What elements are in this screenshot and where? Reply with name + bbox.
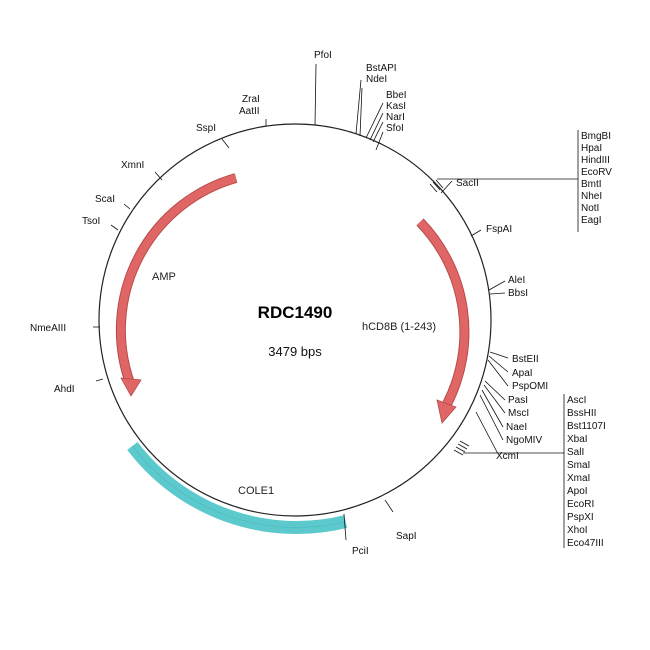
apai-leader: [488, 355, 509, 373]
site-fspai: FspAI: [486, 224, 512, 235]
site-hpai: HpaI: [581, 143, 602, 154]
site-pspomi: PspOMI: [512, 381, 548, 392]
site-nari: NarI: [386, 112, 405, 123]
site-sfoi: SfoI: [386, 123, 404, 134]
sacii-tick-2: [432, 181, 441, 191]
site-noti: NotI: [581, 203, 599, 214]
lower-group-tick-1: [453, 449, 464, 456]
sacii-tick-1: [429, 183, 438, 193]
cole1-feature-outline: [132, 445, 346, 528]
site-xhoi: XhoI: [567, 525, 588, 536]
site-nmeaiii: NmeAIII: [30, 323, 66, 334]
pspomi-leader: [487, 359, 509, 387]
tsoi-leader: [110, 224, 119, 231]
hcd8b-feature-arrow: [417, 219, 469, 406]
site-asci: AscI: [567, 395, 586, 406]
site-xcmi: XcmI: [496, 451, 519, 462]
lower-group-tick-4: [459, 440, 470, 447]
site-kasi: KasI: [386, 101, 406, 112]
site-ecorv: EcoRV: [581, 167, 612, 178]
sspi-leader: [221, 138, 230, 149]
plasmid-backbone: [98, 123, 492, 517]
plasmid-name: RDC1490: [258, 303, 333, 322]
lower-group-tick-3: [457, 443, 468, 450]
site-naei: NaeI: [506, 422, 527, 433]
site-apai: ApaI: [512, 368, 533, 379]
ndei-leader: [359, 87, 363, 137]
amp-arrowhead: [120, 377, 142, 397]
bbei-leader: [365, 102, 384, 139]
hcd8b-label: hCD8B (1-243): [362, 321, 436, 333]
ngomiv-leader: [479, 394, 504, 441]
xmni-leader: [154, 171, 163, 181]
site-sapi: SapI: [396, 531, 417, 542]
site-apoi: ApoI: [567, 486, 588, 497]
site-msci: MscI: [508, 408, 529, 419]
amp-label: AMP: [152, 271, 176, 283]
site-bsshii: BssHII: [567, 408, 596, 419]
site-aatii: AatII: [239, 106, 260, 117]
bbsi-leader: [489, 292, 506, 295]
site-bbei: BbeI: [386, 90, 407, 101]
site-pasi: PasI: [508, 395, 528, 406]
site-hindiii: HindIII: [581, 155, 610, 166]
sacii-leader: [440, 180, 453, 194]
site-ndei: NdeI: [366, 74, 387, 85]
site-scai: ScaI: [95, 194, 115, 205]
site-smai: SmaI: [567, 460, 590, 471]
site-nhei: NheI: [581, 191, 602, 202]
site-xbai: XbaI: [567, 434, 588, 445]
lower-group-tick-2: [455, 446, 466, 453]
alei-leader: [488, 280, 506, 291]
site-pfoi: PfoI: [314, 50, 332, 61]
pasi-leader: [484, 380, 506, 401]
site-eco47iii: Eco47III: [567, 538, 604, 549]
cole1-label: COLE1: [238, 485, 274, 497]
msci-leader: [483, 384, 506, 414]
site-sali: SalI: [567, 447, 584, 458]
sfoi-leader: [375, 131, 384, 151]
site-pcii: PciI: [352, 546, 369, 557]
site-sacii: SacII: [456, 178, 479, 189]
sapi-leader: [384, 499, 394, 513]
site-alei: AleI: [508, 275, 525, 286]
site-eagi: EagI: [581, 215, 602, 226]
ahdi-leader: [95, 378, 104, 382]
fspai-leader: [470, 229, 482, 237]
sacii-tick-3: [435, 179, 444, 189]
kasi-leader: [369, 112, 384, 141]
bsteii-leader: [489, 351, 509, 359]
site-bmgbi: BmgBI: [581, 131, 611, 142]
hcd8b-arrowhead: [436, 399, 457, 424]
site-tsoi: TsoI: [82, 216, 100, 227]
site-ecori: EcoRI: [567, 499, 594, 510]
site-bst1107i: Bst1107I: [567, 421, 606, 432]
xcmi-leader: [475, 411, 498, 453]
site-xmai: XmaI: [567, 473, 590, 484]
site-bbsi: BbsI: [508, 288, 528, 299]
plasmid-size: 3479 bps: [268, 344, 322, 359]
nari-leader: [372, 121, 384, 143]
site-bstapi: BstAPI: [366, 63, 397, 74]
site-ngomiv: NgoMIV: [506, 435, 542, 446]
site-bmti: BmtI: [581, 179, 602, 190]
amp-feature-arrow: [116, 174, 238, 385]
site-zrai: ZraI: [242, 94, 260, 105]
pcii-leader: [343, 513, 347, 541]
site-xmni: XmnI: [121, 160, 144, 171]
site-pspxi: PspXI: [567, 512, 594, 523]
site-ahdi: AhdI: [54, 384, 75, 395]
naei-leader: [481, 389, 504, 428]
pfoi-leader: [314, 63, 317, 126]
scai-leader: [123, 203, 131, 210]
site-sspi: SspI: [196, 123, 216, 134]
bstapi-leader: [355, 79, 362, 135]
site-bsteii: BstEII: [512, 354, 539, 365]
